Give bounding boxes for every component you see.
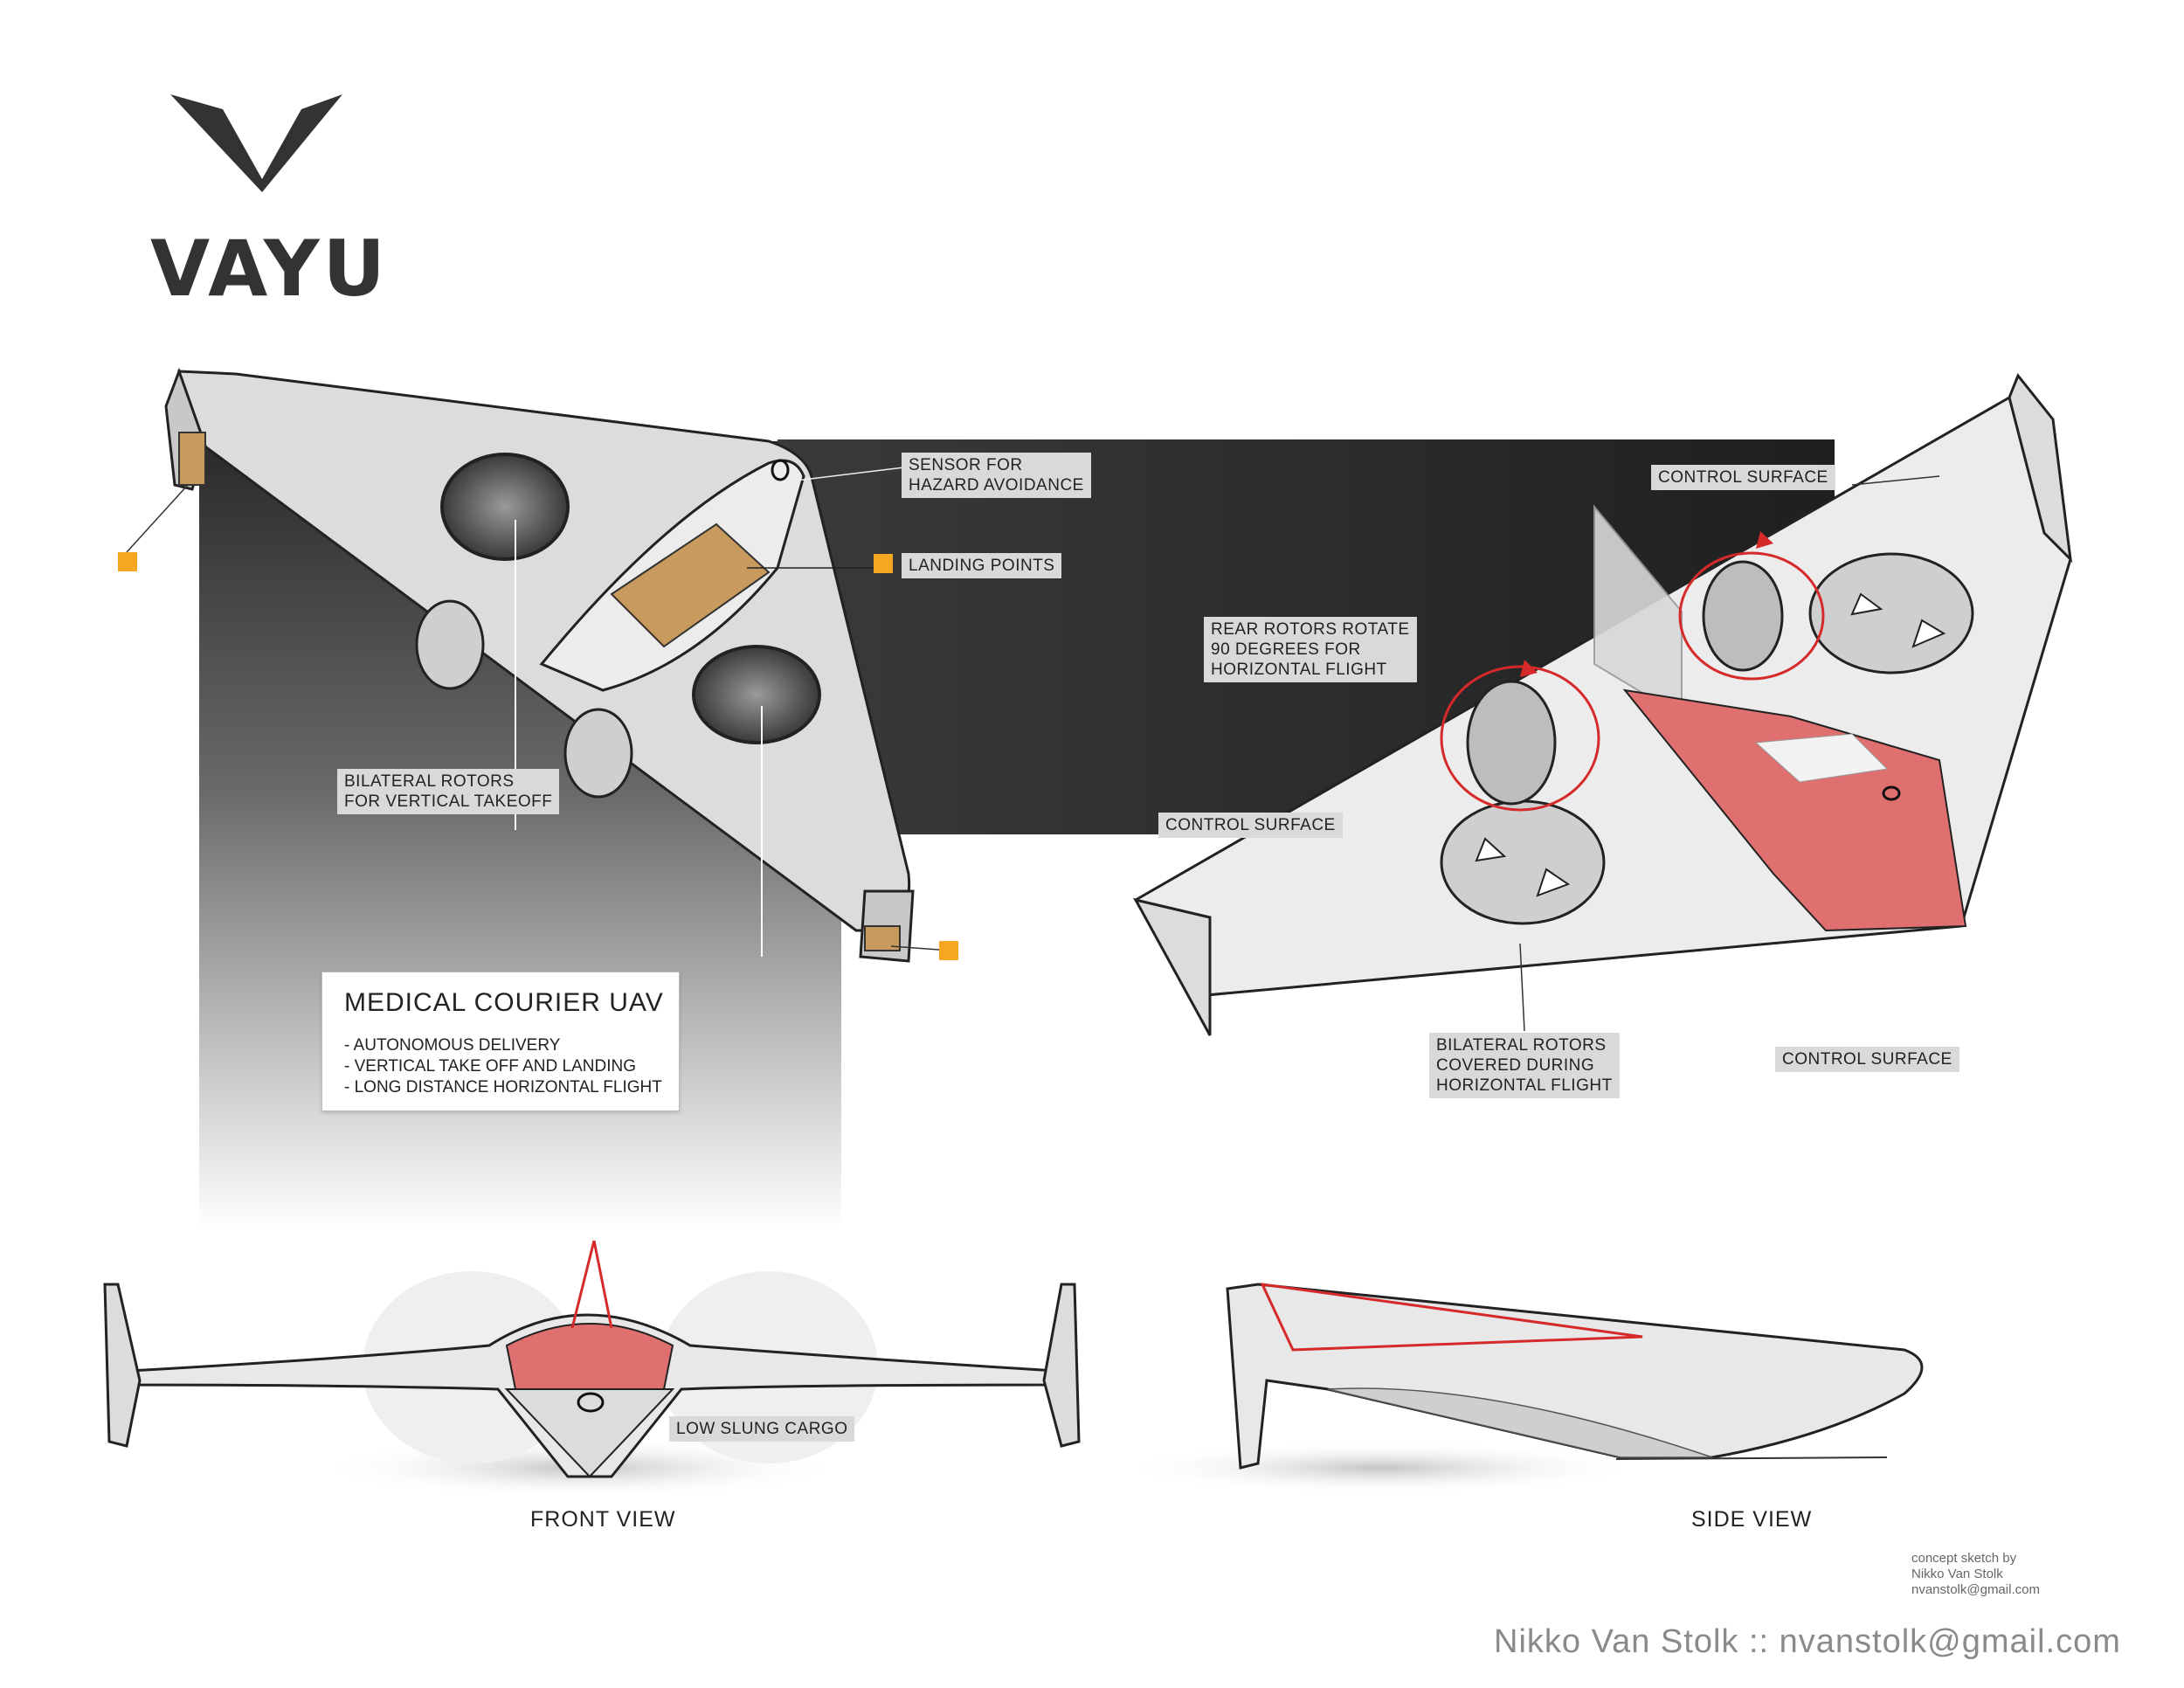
credit-small-line-1: concept sketch by	[1911, 1551, 2017, 1566]
top-view-drone	[126, 367, 940, 963]
info-item: - VERTICAL TAKE OFF AND LANDING	[344, 1057, 636, 1076]
rotor-rear-right	[563, 708, 633, 799]
info-item: - LONG DISTANCE HORIZONTAL FLIGHT	[344, 1078, 662, 1097]
callout-rear-rotors: REAR ROTORS ROTATE 90 DEGREES FOR HORIZO…	[1204, 617, 1417, 682]
callout-low-slung-cargo: LOW SLUNG CARGO	[669, 1416, 855, 1442]
callout-sensor-line-1: SENSOR FOR	[909, 456, 1023, 474]
info-box: MEDICAL COURIER UAV - AUTONOMOUS DELIVER…	[321, 972, 680, 1111]
info-item: - AUTONOMOUS DELIVERY	[344, 1036, 561, 1055]
callout-sensor-line-2: HAZARD AVOIDANCE	[909, 476, 1084, 495]
front-view-label: FRONT VIEW	[530, 1507, 676, 1532]
callout-bilateral-rotors-top-line-1: BILATERAL ROTORS	[344, 772, 515, 791]
info-list: - AUTONOMOUS DELIVERY - VERTICAL TAKE OF…	[344, 1035, 662, 1098]
rear-rotor-rotation-ring-left	[1440, 665, 1600, 812]
side-view-drone	[1118, 1283, 1924, 1494]
callout-control-surface-top: CONTROL SURFACE	[1651, 465, 1835, 490]
callout-control-surface-bottom: CONTROL SURFACE	[1775, 1047, 1959, 1072]
rear-rotor-rotation-ring-right	[1678, 551, 1825, 681]
covered-rotor-left	[1440, 799, 1606, 925]
landing-points-marker	[874, 554, 893, 573]
red-cross-panel	[1622, 688, 1967, 932]
callout-landing-points: LANDING POINTS	[902, 553, 1062, 578]
rotor-top-left	[440, 453, 570, 561]
credit-small: concept sketch by Nikko Van Stolk nvanst…	[1911, 1551, 2040, 1598]
credit-small-line-2: Nikko Van Stolk	[1911, 1567, 2003, 1581]
callout-bilateral-rotors-top: BILATERAL ROTORS FOR VERTICAL TAKEOFF	[337, 769, 560, 814]
callout-covered-line-1: BILATERAL ROTORS	[1436, 1036, 1607, 1055]
callout-rear-rotors-line-3: HORIZONTAL FLIGHT	[1211, 661, 1387, 679]
callout-covered-line-3: HORIZONTAL FLIGHT	[1436, 1076, 1613, 1095]
callout-rear-rotors-line-2: 90 DEGREES FOR	[1211, 640, 1361, 659]
front-view-drone	[103, 1240, 1081, 1498]
hazard-sensor	[771, 459, 790, 481]
landing-point-marker-left	[118, 552, 137, 571]
rotor-top-right	[692, 645, 821, 744]
callout-covered-line-2: COVERED DURING	[1436, 1056, 1595, 1075]
credit-signature: Nikko Van Stolk :: nvanstolk@gmail.com	[1494, 1623, 2121, 1660]
callout-sensor: SENSOR FOR HAZARD AVOIDANCE	[902, 453, 1091, 498]
perspective-drone	[1133, 373, 2073, 1036]
vayu-logo-mark	[170, 94, 342, 192]
landing-point-marker-right	[939, 941, 958, 960]
brand-name: VAYU	[150, 224, 389, 314]
landing-pad-left	[178, 432, 206, 486]
callout-bilateral-rotors-covered: BILATERAL ROTORS COVERED DURING HORIZONT…	[1429, 1033, 1620, 1098]
credit-small-line-3: nvanstolk@gmail.com	[1911, 1582, 2040, 1597]
callout-control-surface-left: CONTROL SURFACE	[1158, 813, 1343, 838]
callout-rear-rotors-line-1: REAR ROTORS ROTATE	[1211, 620, 1410, 639]
info-title: MEDICAL COURIER UAV	[344, 988, 664, 1017]
rotor-rear-left	[415, 599, 485, 690]
side-view-label: SIDE VIEW	[1691, 1507, 1813, 1532]
callout-bilateral-rotors-top-line-2: FOR VERTICAL TAKEOFF	[344, 792, 553, 811]
covered-rotor-right	[1808, 552, 1974, 675]
cargo-hatch	[610, 522, 771, 648]
